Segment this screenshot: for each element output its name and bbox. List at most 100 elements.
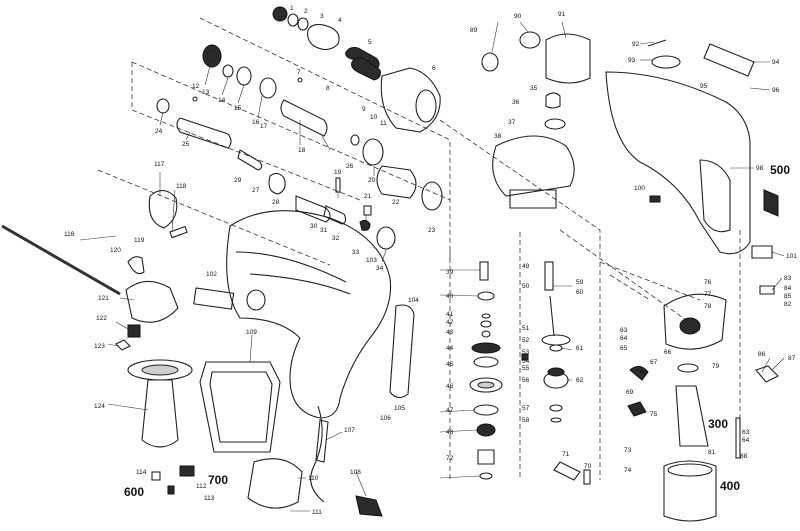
callout-29: 29 (234, 177, 242, 184)
callout-6: 6 (432, 65, 436, 72)
callout-89: 89 (470, 27, 478, 34)
callout-61: 61 (576, 345, 584, 352)
callout-63-motor: 63 (742, 429, 750, 436)
assembly-400-label: 400 (720, 479, 740, 493)
assembly-500-label: 500 (770, 163, 790, 177)
callout-3: 3 (320, 13, 324, 20)
gear-train (469, 31, 591, 480)
callout-47: 47 (446, 407, 454, 414)
callout-120: 120 (110, 247, 121, 254)
callout-23: 23 (428, 227, 436, 234)
callout-4: 4 (338, 17, 342, 24)
callout-84: 84 (784, 285, 792, 292)
callout-75: 75 (650, 411, 658, 418)
callout-37: 37 (508, 119, 516, 126)
callout-67: 67 (650, 359, 658, 366)
callout-38: 38 (494, 133, 502, 140)
callout-49: 49 (522, 263, 530, 270)
callout-18: 18 (298, 147, 306, 154)
callout-15: 15 (234, 105, 242, 112)
callout-93: 93 (628, 57, 636, 64)
callout-96: 96 (772, 87, 780, 94)
callout-42: 42 (446, 319, 454, 326)
callout-51: 51 (522, 325, 530, 332)
callout-123: 123 (94, 343, 105, 350)
assembly-600-label: 600 (124, 485, 144, 499)
callout-48: 48 (446, 429, 454, 436)
callout-26: 26 (346, 163, 354, 170)
callout-82: 82 (784, 301, 792, 308)
callout-68: 68 (640, 369, 648, 376)
callout-110: 110 (308, 475, 319, 482)
callout-9: 9 (362, 106, 366, 113)
callout-56: 56 (522, 377, 530, 384)
callout-104: 104 (408, 297, 419, 304)
callout-109: 109 (246, 329, 257, 336)
callout-1: 1 (290, 5, 294, 12)
callout-22: 22 (392, 199, 400, 206)
callout-44: 44 (446, 345, 454, 352)
motor-assembly (553, 189, 779, 522)
callout-95: 95 (700, 83, 708, 90)
assembly-700-label: 700 (208, 473, 228, 487)
callout-107: 107 (344, 427, 355, 434)
callout-62: 62 (576, 377, 584, 384)
leader-lines (79, 21, 785, 512)
lower-housing (151, 361, 303, 509)
callout-60: 60 (576, 289, 584, 296)
callout-114: 114 (136, 469, 147, 476)
main-housing (193, 210, 415, 419)
callout-46: 46 (446, 383, 454, 390)
callout-41: 41 (446, 311, 454, 318)
callout-87: 87 (788, 355, 796, 362)
callout-10: 10 (370, 114, 378, 121)
callout-124: 124 (94, 403, 105, 410)
callout-118: 118 (176, 183, 187, 190)
callout-65: 65 (620, 345, 628, 352)
callout-70: 70 (584, 463, 592, 470)
callout-21: 21 (364, 193, 372, 200)
callout-34: 34 (376, 265, 384, 272)
callout-12: 12 (192, 83, 200, 90)
callout-40: 40 (446, 293, 454, 300)
callout-90: 90 (514, 13, 522, 20)
callout-25: 25 (182, 141, 190, 148)
callout-2: 2 (304, 8, 308, 15)
callout-103: 103 (366, 257, 377, 264)
callout-74: 74 (624, 467, 632, 474)
callout-117: 117 (154, 161, 165, 168)
callout-14: 14 (218, 97, 226, 104)
callout-121: 121 (98, 295, 109, 302)
callout-100: 100 (634, 185, 645, 192)
side-handle (1, 189, 193, 448)
callout-11: 11 (380, 120, 387, 127)
callout-53: 53 (522, 349, 530, 356)
callout-59: 59 (576, 279, 584, 286)
callout-101: 101 (786, 253, 797, 260)
callout-28: 28 (272, 199, 280, 206)
callout-111: 111 (312, 509, 322, 516)
callout-88: 88 (740, 453, 748, 460)
callout-69: 69 (626, 389, 634, 396)
callout-92: 92 (632, 41, 640, 48)
callout-35: 35 (530, 85, 538, 92)
callout-86: 86 (758, 351, 766, 358)
callout-94: 94 (772, 59, 780, 66)
callout-71: 71 (562, 451, 570, 458)
callout-122: 122 (96, 315, 107, 322)
callout-17: 17 (260, 123, 268, 130)
callout-102: 102 (206, 271, 217, 278)
power-cord (310, 405, 383, 517)
callout-55: 55 (522, 365, 530, 372)
callout-54: 54 (522, 358, 530, 365)
callout-81: 81 (708, 449, 716, 456)
callout-83: 83 (784, 275, 792, 282)
callout-32: 32 (332, 235, 340, 242)
callout-108: 108 (350, 469, 361, 476)
callout-116: 116 (64, 231, 75, 238)
callout-39: 39 (446, 269, 454, 276)
callout-66: 66 (664, 349, 672, 356)
callout-31: 31 (320, 227, 328, 234)
callout-64-motor: 64 (742, 437, 750, 444)
